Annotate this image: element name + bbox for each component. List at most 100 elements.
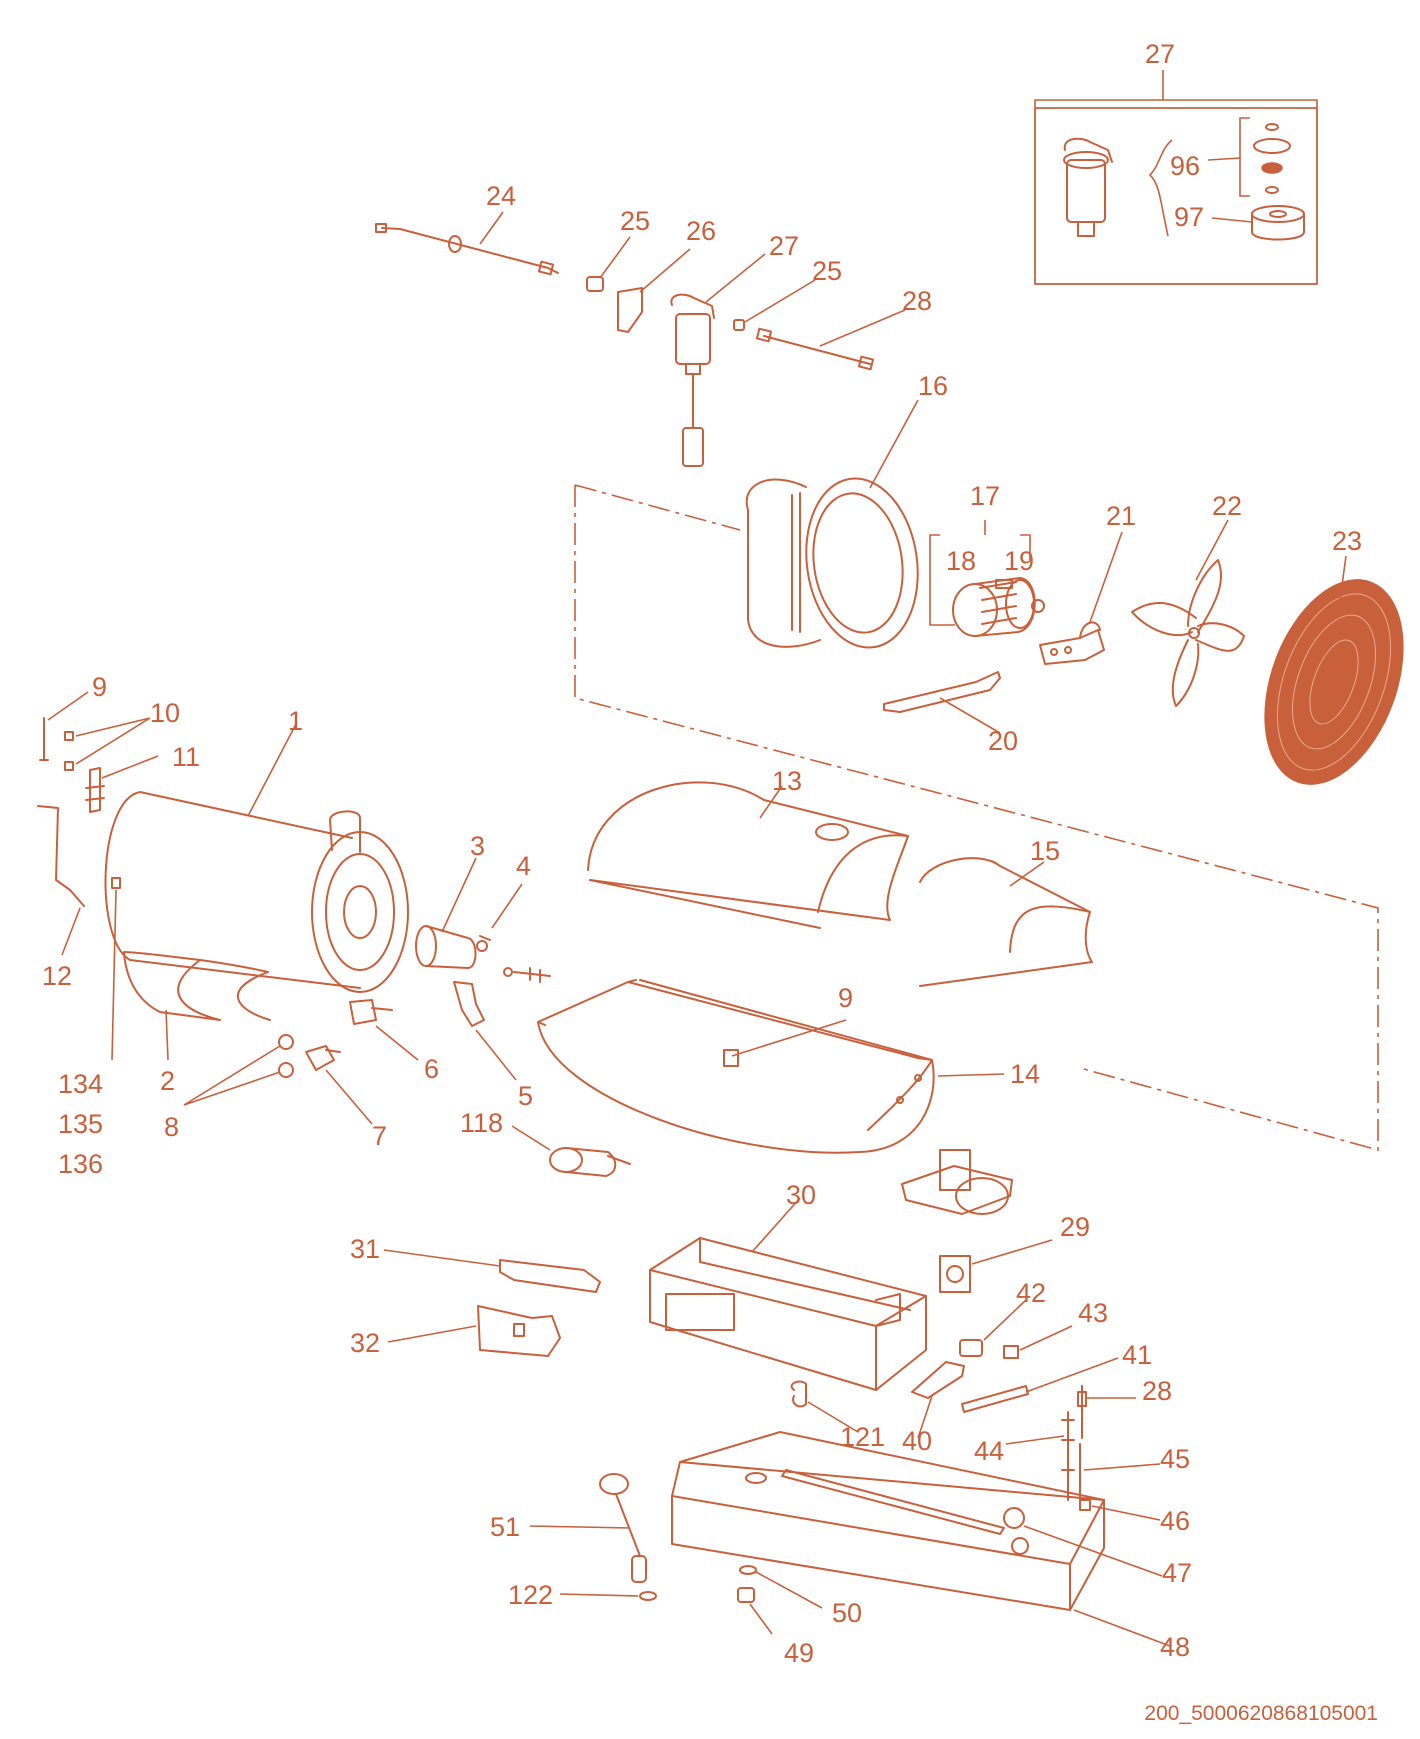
clip-134-part (111, 877, 121, 1061)
callout-label: 48 (1160, 1632, 1190, 1662)
callout-label: 26 (686, 216, 716, 246)
motor-18-part (952, 577, 1036, 637)
callout-label: 28 (902, 286, 932, 316)
callout-label: 42 (1016, 1278, 1046, 1308)
fuel-line-28b-part (1077, 1385, 1136, 1439)
thermostat-9b-part (723, 1049, 739, 1067)
callout-label: 4 (516, 851, 531, 881)
fuel-line-24-part (375, 211, 559, 276)
callout-label: 50 (832, 1598, 862, 1628)
reference-code: 200_5000620868105001 (1144, 1702, 1378, 1725)
motor-bracket-20-part (883, 671, 1001, 734)
elbow-5-part (453, 981, 517, 1081)
callout-label: 7 (372, 1121, 387, 1151)
callout-label: 12 (42, 961, 72, 991)
upper-shell-13-part (587, 781, 909, 929)
callout-label: 49 (784, 1638, 814, 1668)
callout-label: 24 (486, 181, 516, 211)
fuel-tank-48-part (671, 1431, 1171, 1647)
callout-label: 27 (1145, 39, 1175, 69)
filter-kit-inset (1034, 70, 1318, 285)
callout-label: 118 (460, 1108, 503, 1138)
nozzle-holder-3-part (415, 857, 488, 969)
alignment-line-upper (574, 484, 1379, 1152)
pump-21-part (1039, 531, 1123, 665)
callout-label: 20 (988, 726, 1018, 756)
heat-shield-2-part (123, 951, 271, 1061)
combustion-chamber-1-part (104, 723, 409, 993)
photocell-6-part (349, 999, 419, 1061)
callout-label: 44 (974, 1436, 1004, 1466)
callout-label: 41 (1122, 1340, 1152, 1370)
washer-50-part (739, 1565, 823, 1609)
switch-plate-31-part (383, 1249, 601, 1293)
heat-shield-15-part (919, 857, 1093, 987)
fuel-tube-45-part (1079, 1443, 1161, 1503)
fuel-filter-part-inset (1063, 137, 1113, 237)
callout-label: 8 (164, 1112, 179, 1142)
callout-label: 15 (1030, 836, 1060, 866)
drain-plug-49-part (737, 1587, 773, 1635)
fitting-46-part (1079, 1499, 1161, 1521)
o-ring-122-part (559, 1591, 657, 1601)
callout-label: 11 (172, 742, 200, 772)
callout-label: 17 (970, 481, 1000, 511)
fan-guard-23-part (1264, 555, 1404, 785)
callout-label: 136 (58, 1149, 103, 1179)
callout-label: 121 (840, 1422, 885, 1452)
callout-label: 21 (1106, 501, 1136, 531)
fitting-25b-part (733, 279, 816, 331)
support-12-part (37, 805, 85, 956)
callout-label: 43 (1078, 1298, 1108, 1328)
fuel-gauge-51-part (529, 1473, 647, 1583)
callout-label: 25 (620, 206, 650, 236)
callout-label: 134 (58, 1069, 103, 1099)
bracket-26-part (617, 248, 691, 333)
callout-label: 27 (769, 231, 799, 261)
callout-label: 22 (1212, 491, 1242, 521)
callout-label: 97 (1174, 202, 1204, 232)
control-panel-32-part (387, 1305, 561, 1357)
callout-label: 122 (508, 1580, 553, 1610)
callout-label: 25 (812, 256, 842, 286)
callout-label: 31 (350, 1234, 380, 1264)
fuel-filter-27-part (670, 253, 766, 467)
flame-sensor-118-part (511, 1125, 631, 1177)
callout-label: 23 (1332, 526, 1362, 556)
callout-label: 3 (470, 831, 485, 861)
callout-label: 30 (786, 1180, 816, 1210)
callout-label: 135 (58, 1109, 103, 1139)
seal-kit-part (1253, 123, 1291, 194)
fan-shroud-16-part (745, 399, 919, 649)
connector-43-part (1003, 1325, 1073, 1359)
callout-label: 6 (424, 1054, 439, 1084)
callout-label: 32 (350, 1328, 380, 1358)
filter-element-part (1251, 205, 1305, 241)
igniter-7-part (305, 1045, 373, 1125)
pump-motor-part (901, 1149, 1013, 1215)
capacitor-19-part (1031, 599, 1045, 613)
filter-line-44-part (1005, 1411, 1075, 1501)
callout-label: 14 (1010, 1059, 1040, 1089)
screws-10-part (64, 717, 151, 771)
callout-label: 96 (1170, 151, 1200, 181)
washers-8-part (183, 1034, 294, 1106)
callout-label: 10 (150, 698, 180, 728)
callout-labels: 27 96 97 24 25 26 27 25 28 16 17 18 19 2… (42, 39, 1362, 1668)
nozzle-4-part (479, 883, 523, 941)
thermostat-9a-part (39, 691, 89, 761)
callout-label: 28 (1142, 1376, 1172, 1406)
reset-switch-29-part (939, 1239, 1053, 1293)
fuel-line-28a-part (755, 309, 906, 371)
callout-label: 1 (288, 706, 303, 736)
callout-label: 5 (518, 1081, 533, 1111)
fan-blade-22-part (1131, 519, 1245, 707)
switch-42-part (959, 1299, 1027, 1357)
cover-40-part (911, 1361, 965, 1439)
callout-label: 2 (160, 1066, 175, 1096)
callout-label: 45 (1160, 1444, 1190, 1474)
lower-shell-14-part (537, 979, 1005, 1154)
bracket-11-part (85, 755, 159, 813)
